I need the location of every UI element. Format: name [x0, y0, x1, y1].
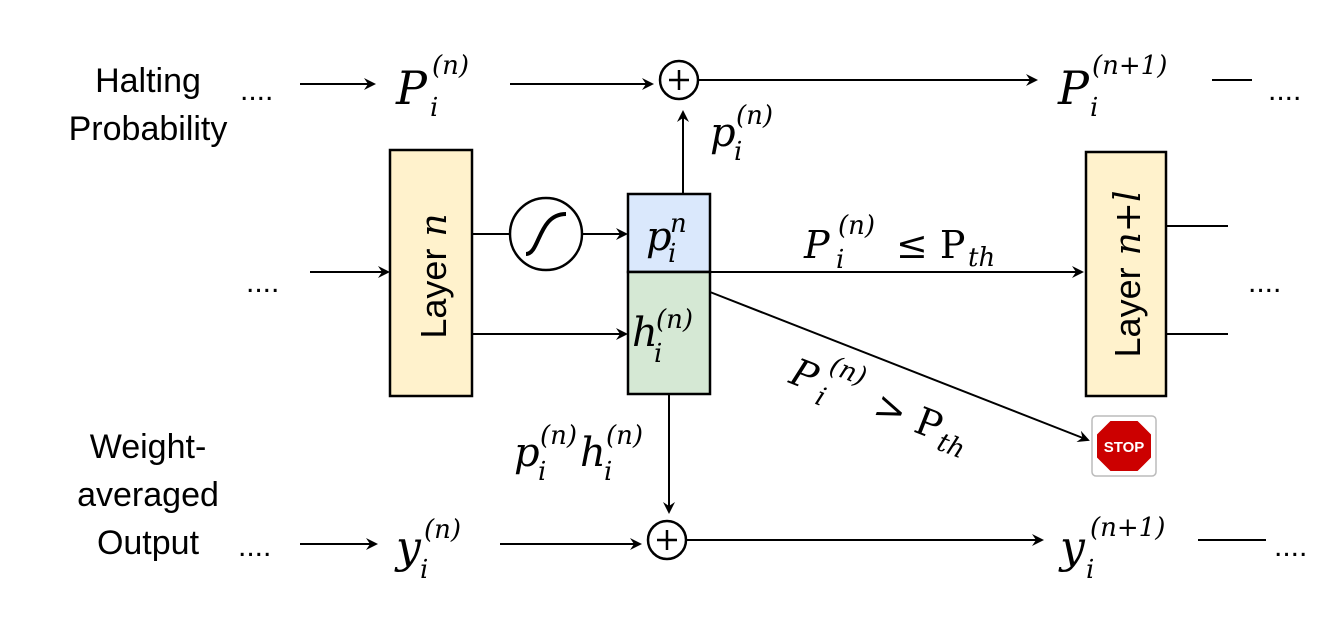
svg-text:i: i: [836, 245, 844, 275]
svg-text:i: i: [654, 339, 662, 369]
p-i-n-label-top: p (n) i: [710, 101, 773, 167]
svg-text:(n+1): (n+1): [1092, 51, 1167, 81]
halting-prob-cell: p n i: [626, 192, 712, 274]
svg-text:i: i: [430, 93, 438, 123]
svg-text:(n): (n): [825, 351, 870, 392]
svg-text:P: P: [803, 223, 831, 267]
ellipsis-output-in: ....: [238, 530, 271, 563]
svg-text:(n): (n): [424, 515, 461, 545]
svg-text:y: y: [1058, 522, 1086, 573]
svg-text:(n): (n): [736, 101, 773, 131]
svg-text:p: p: [646, 214, 672, 260]
ellipsis-layer-out: ....: [1248, 266, 1281, 299]
svg-text:(n): (n): [606, 421, 643, 451]
svg-text:h: h: [632, 310, 658, 356]
P-i-n1-label: P (n+1) i: [1057, 51, 1167, 123]
svg-text:≤ P: ≤ P: [896, 223, 966, 267]
svg-text:i: i: [604, 457, 612, 487]
svg-text:Layer n: Layer n: [413, 213, 455, 338]
sum-node-bottom: [646, 519, 688, 561]
svg-text:(n): (n): [432, 51, 469, 81]
svg-text:> P: > P: [868, 383, 949, 449]
ellipsis-halting-out: ....: [1268, 74, 1301, 107]
svg-text:P: P: [395, 61, 428, 115]
p-times-h-label: p (n) i h (n) i: [514, 421, 643, 487]
svg-text:n: n: [670, 209, 687, 239]
svg-text:i: i: [538, 457, 546, 487]
ellipsis-layer-in: ....: [246, 266, 279, 299]
svg-text:i: i: [1090, 93, 1098, 123]
svg-text:i: i: [668, 239, 676, 269]
svg-text:p: p: [514, 430, 540, 476]
svg-text:y: y: [394, 522, 422, 573]
svg-text:i: i: [1086, 555, 1094, 585]
sigmoid-node: [508, 196, 584, 272]
condition-continue-label: P (n) i ≤ P th: [803, 211, 995, 275]
y-i-n-label: y (n) i: [394, 515, 461, 585]
svg-text:h: h: [580, 430, 606, 476]
svg-text:(n): (n): [656, 305, 693, 335]
ellipsis-output-out: ....: [1274, 530, 1307, 563]
svg-text:P: P: [1057, 61, 1090, 115]
weighted-label-line1: Weight-: [90, 428, 207, 466]
halting-label-line2: Probability: [69, 110, 228, 148]
svg-text:(n+1): (n+1): [1090, 513, 1165, 543]
svg-text:th: th: [968, 243, 995, 273]
P-i-n-label: P (n) i: [395, 51, 469, 123]
svg-text:i: i: [420, 555, 428, 585]
svg-text:(n): (n): [838, 211, 875, 241]
svg-text:Layer n+l: Layer n+l: [1107, 191, 1149, 358]
weighted-label-line2: averaged: [77, 476, 219, 514]
arrow-to-stop: [709, 291, 1090, 442]
svg-text:(n): (n): [540, 421, 577, 451]
ellipsis-halting-in: ....: [240, 74, 273, 107]
layer-n1-block: Layer n+l: [1084, 150, 1168, 398]
weighted-label-line3: Output: [97, 524, 200, 562]
sum-node-top: [658, 59, 700, 101]
svg-text:i: i: [811, 382, 830, 413]
svg-text:p: p: [710, 110, 736, 156]
svg-text:i: i: [734, 137, 742, 167]
svg-text:STOP: STOP: [1104, 439, 1145, 456]
y-i-n1-label: y (n+1) i: [1058, 513, 1165, 585]
halting-label-line1: Halting: [95, 62, 201, 100]
stop-sign-icon: STOP: [1091, 415, 1157, 477]
hidden-state-cell: h (n) i: [626, 270, 712, 396]
condition-halt-label: P (n) i > P th: [783, 349, 969, 465]
layer-n-block: Layer n: [388, 148, 474, 398]
